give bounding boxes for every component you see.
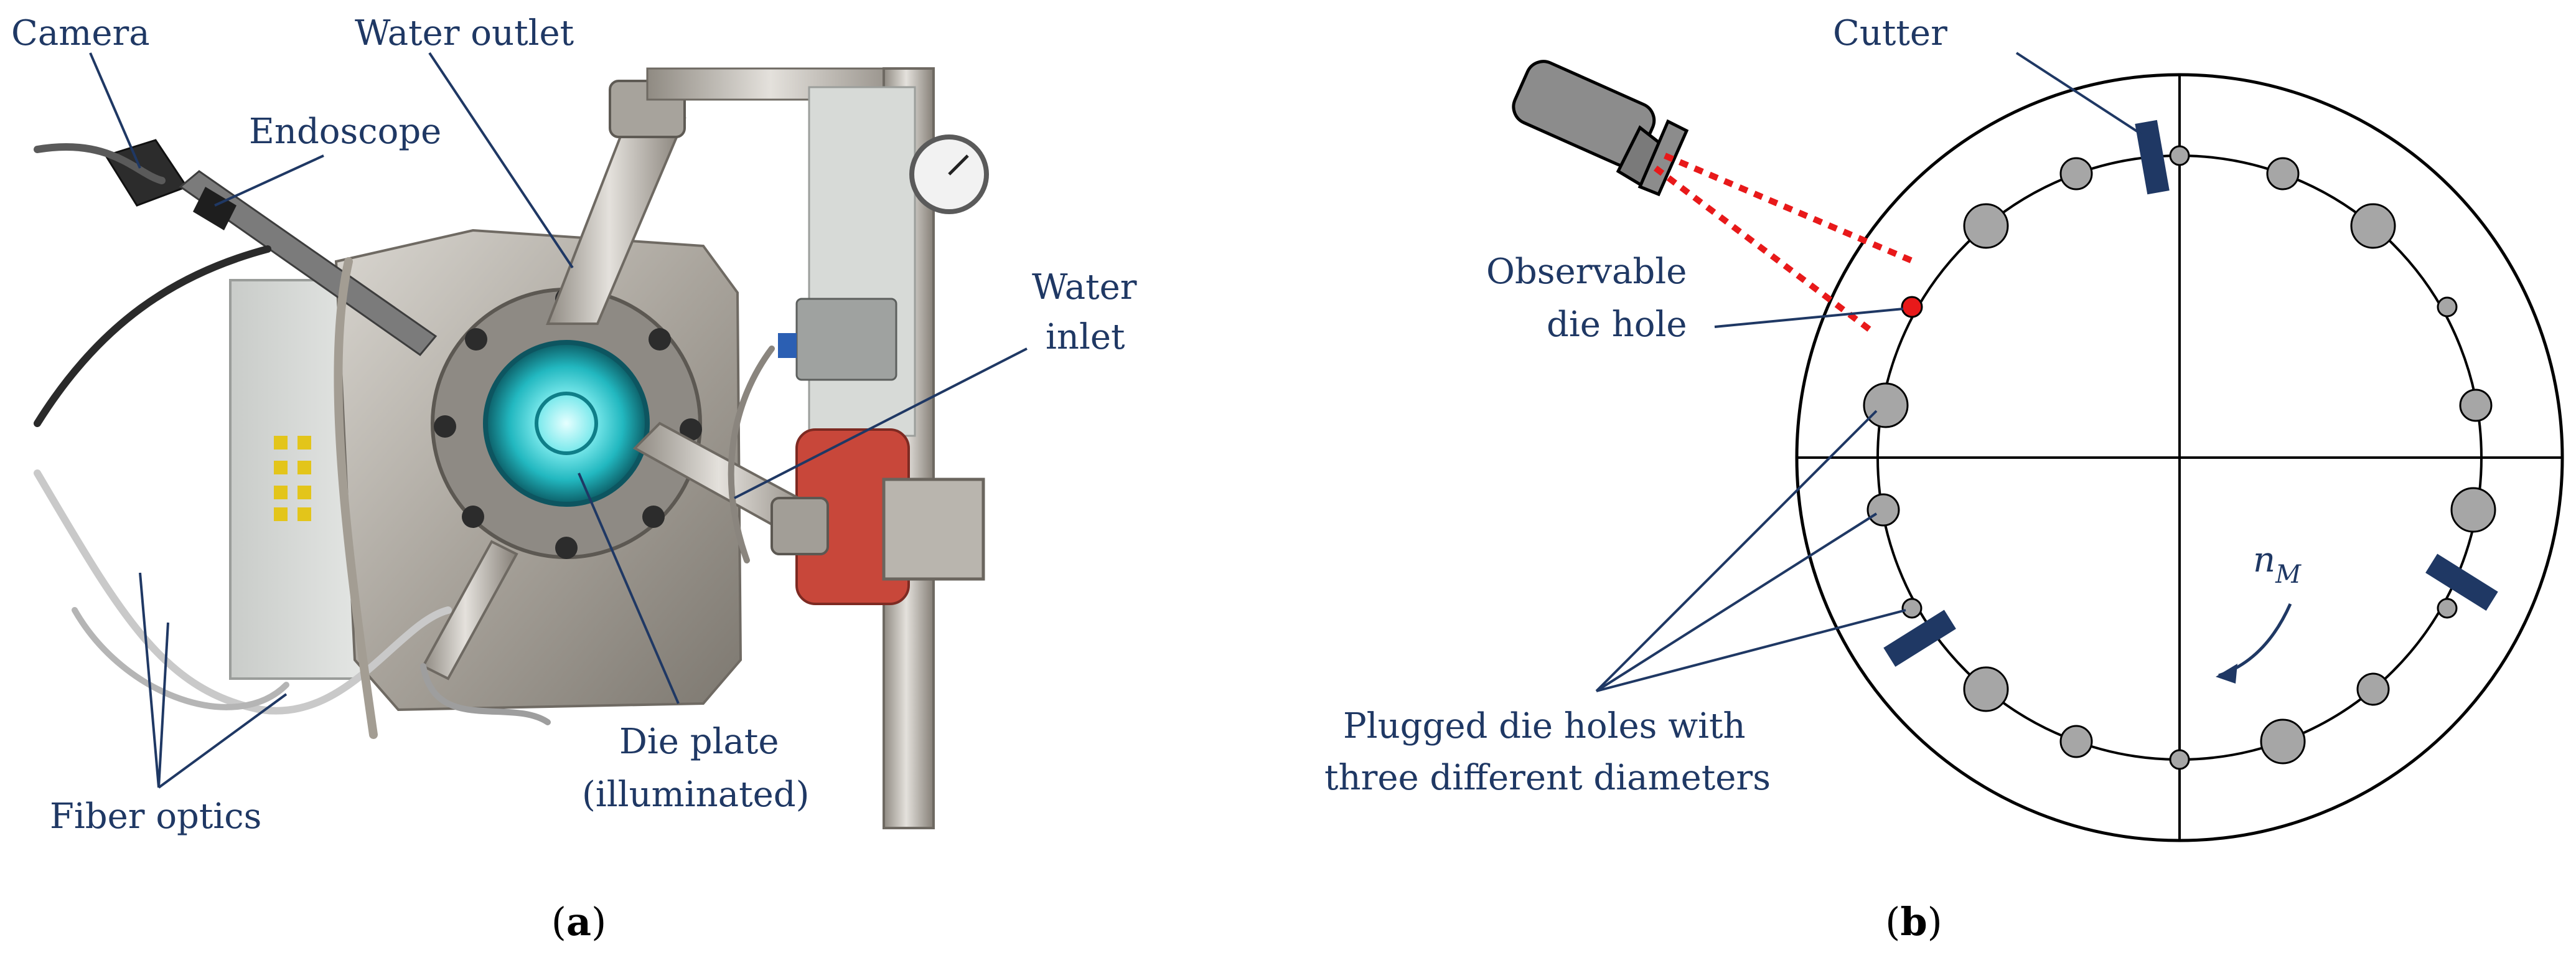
plugged-hole bbox=[1963, 203, 2009, 249]
speed-symbol: n bbox=[2253, 540, 2275, 580]
plugged-hole bbox=[2437, 598, 2458, 619]
blue-solenoid bbox=[778, 333, 797, 358]
fiber-optic-cables bbox=[34, 143, 775, 739]
camera-icon bbox=[1512, 60, 1689, 197]
plugged-hole bbox=[2059, 725, 2093, 758]
panel-a-leaders bbox=[89, 52, 1028, 789]
rotation-arrow bbox=[2218, 603, 2292, 677]
panel-b-labels: Cutter Observable die hole Plugged die h… bbox=[1324, 13, 2302, 798]
leader-die-plate bbox=[578, 473, 680, 704]
label-plugged-line1: Plugged die holes with bbox=[1343, 706, 1746, 746]
plugged-hole bbox=[2059, 157, 2093, 191]
cutter-top bbox=[2135, 120, 2170, 195]
plugged-hole bbox=[2459, 388, 2493, 422]
valve-actuator bbox=[795, 298, 897, 381]
label-endoscope: Endoscope bbox=[249, 111, 441, 152]
panel-b-schematic bbox=[1512, 60, 2564, 842]
leader-plugged-2 bbox=[1595, 512, 1878, 692]
endoscope-coupling bbox=[193, 187, 237, 230]
inlet-coupling bbox=[770, 497, 829, 555]
panel-a-photo bbox=[34, 67, 989, 829]
cutter-left bbox=[1883, 610, 1956, 667]
die-plate-illuminated bbox=[483, 340, 650, 507]
label-water-inlet-line1: Water bbox=[1032, 267, 1137, 308]
leader-endoscope bbox=[214, 154, 324, 207]
caption-b: (b) bbox=[1885, 899, 1942, 944]
sight-line-upper bbox=[1664, 153, 1915, 265]
label-die-plate-line2: (illuminated) bbox=[582, 774, 809, 815]
caption-a-letter: a bbox=[566, 899, 591, 944]
leader-camera bbox=[89, 52, 141, 169]
label-observable-line1: Observable bbox=[1486, 252, 1687, 292]
label-observable-line2: die hole bbox=[1547, 304, 1687, 345]
leader-fiber-2 bbox=[157, 622, 169, 788]
plugged-hole bbox=[1863, 382, 1909, 428]
mounting-plate bbox=[808, 86, 916, 437]
cutters bbox=[1883, 120, 2498, 667]
leader-fiber-1 bbox=[139, 572, 160, 788]
leader-observable bbox=[1714, 308, 1904, 328]
label-plugged-line2: three different diameters bbox=[1324, 758, 1771, 798]
label-water-outlet: Water outlet bbox=[355, 13, 574, 54]
label-fiber-optics: Fiber optics bbox=[50, 796, 261, 837]
speed-subscript: M bbox=[2275, 560, 2302, 589]
plugged-hole bbox=[2350, 203, 2396, 249]
caption-a: (a) bbox=[551, 899, 607, 944]
caption-b-letter: b bbox=[1900, 899, 1927, 944]
yellow-connectors bbox=[274, 436, 311, 521]
panel-b-leaders bbox=[1595, 52, 2142, 692]
label-camera: Camera bbox=[11, 13, 150, 54]
plugged-hole bbox=[2450, 487, 2496, 533]
observable-die-hole bbox=[1901, 296, 1923, 318]
plugged-die-holes bbox=[1863, 145, 2496, 770]
plugged-hole bbox=[2437, 296, 2458, 318]
sight-lines bbox=[1653, 153, 1915, 332]
label-die-plate-line1: Die plate bbox=[619, 722, 779, 762]
plugged-hole bbox=[2266, 157, 2300, 191]
leader-plugged-1 bbox=[1595, 410, 1878, 692]
leader-cutter bbox=[2015, 52, 2142, 135]
leader-water-inlet bbox=[734, 347, 1028, 499]
label-rotation-speed: nM bbox=[2253, 540, 2302, 589]
sight-line-lower bbox=[1653, 166, 1873, 332]
camera-icon-lens-front bbox=[1637, 119, 1689, 197]
plugged-hole bbox=[1866, 493, 1900, 527]
label-water-inlet-line2: inlet bbox=[1046, 317, 1125, 357]
plugged-hole bbox=[2260, 718, 2306, 765]
plugged-hole bbox=[1963, 666, 2009, 712]
inlet-valve-box bbox=[882, 478, 985, 581]
cutter-right bbox=[2425, 553, 2498, 611]
panel-a-labels: Camera Water outlet Endoscope Water inle… bbox=[11, 13, 1137, 837]
leader-plugged-3 bbox=[1596, 609, 1906, 692]
plugged-hole bbox=[2356, 672, 2390, 706]
plugged-hole bbox=[2169, 145, 2190, 166]
rotation-arrowhead bbox=[2216, 664, 2237, 684]
plugged-hole bbox=[1901, 598, 1923, 619]
leader-water-outlet bbox=[428, 52, 574, 269]
leader-fiber-3 bbox=[157, 693, 288, 789]
label-cutter: Cutter bbox=[1833, 13, 1947, 54]
plugged-hole bbox=[2169, 749, 2190, 770]
die-plate-center bbox=[535, 392, 598, 455]
lower-probe bbox=[421, 540, 518, 680]
